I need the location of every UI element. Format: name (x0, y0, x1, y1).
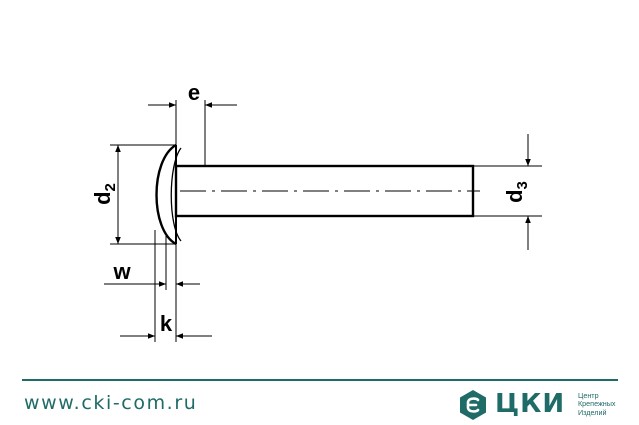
logo-tagline-line: Изделий (578, 407, 607, 417)
cki-logo: ЦКИ Центр Крепежных Изделий (458, 388, 628, 422)
w-label: w (112, 259, 131, 284)
logo-tagline-line: Крепежных (578, 399, 616, 409)
rivet-head-outline (155, 143, 177, 246)
logo-tagline-line: Центр (578, 391, 599, 400)
rivet-head-inner-curve (170, 147, 182, 242)
d2-label-main: d (90, 191, 115, 204)
d3-label-sub: 3 (514, 181, 531, 189)
footer-divider (22, 379, 618, 381)
logo-tagline: Центр Крепежных Изделий (578, 391, 616, 417)
k-label: k (160, 311, 173, 336)
cki-logo-icon (460, 390, 486, 420)
e-label: e (188, 80, 200, 105)
logo-wordmark: ЦКИ (495, 389, 566, 419)
d3-label-main: d (502, 189, 527, 202)
d2-label: d2 (90, 183, 119, 205)
d2-label-sub: 2 (102, 183, 119, 191)
d3-label: d3 (502, 181, 531, 203)
website-link[interactable]: www.cki-com.ru (24, 392, 198, 414)
rivet-drawing: e d2 d3 w k (90, 80, 542, 342)
